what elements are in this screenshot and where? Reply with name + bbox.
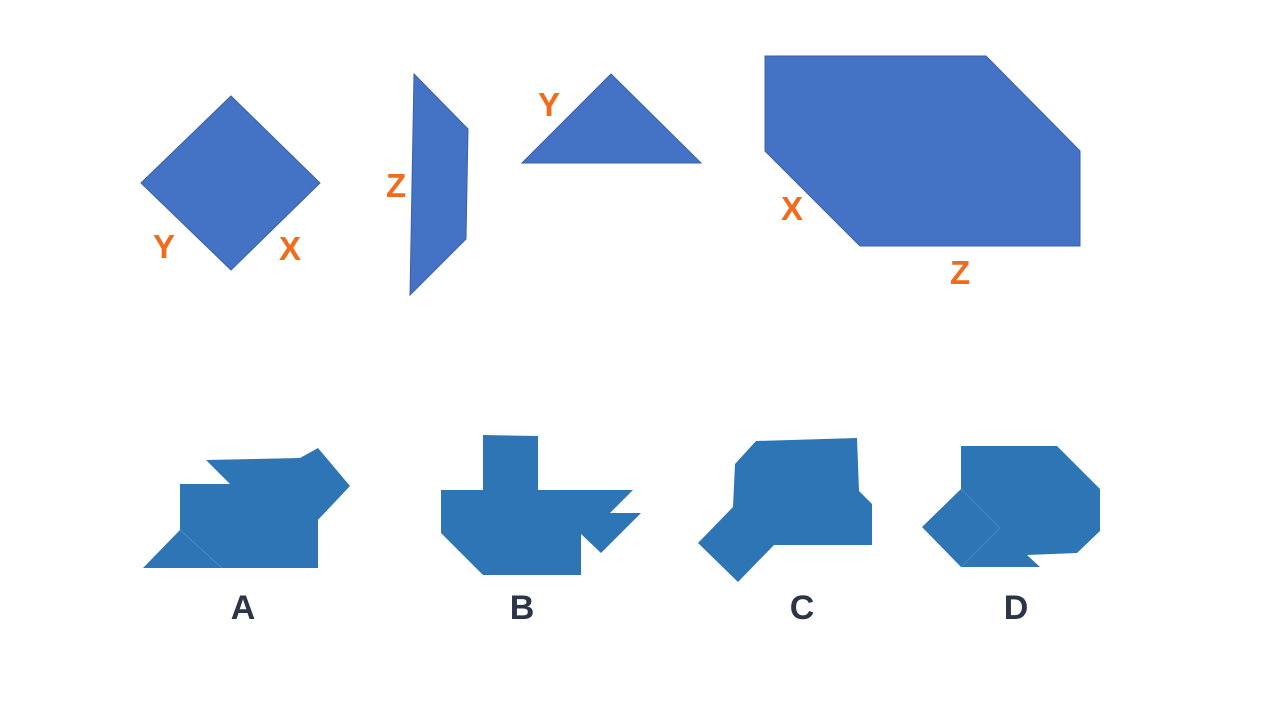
option-label: D bbox=[1004, 589, 1029, 627]
option-a-piece bbox=[143, 530, 222, 568]
option-d[interactable]: D bbox=[922, 446, 1100, 627]
edge-label-z: Z bbox=[950, 254, 970, 291]
seam-line bbox=[960, 488, 1001, 529]
trapezoid-shape bbox=[409, 72, 469, 297]
edge-label-z: Z bbox=[386, 167, 406, 204]
triangle-shape bbox=[520, 73, 703, 164]
edge-label-x: X bbox=[279, 230, 301, 267]
option-c-piece bbox=[698, 438, 872, 582]
answer-options: A B C D bbox=[143, 435, 1100, 627]
seam-line bbox=[960, 527, 1001, 568]
option-a[interactable]: A bbox=[143, 448, 350, 627]
option-a-piece bbox=[206, 448, 350, 522]
option-label: A bbox=[231, 589, 256, 627]
hexagon-shape bbox=[764, 55, 1081, 247]
square-shape bbox=[140, 95, 321, 271]
piece-triangle: Y bbox=[520, 73, 703, 164]
option-d-piece bbox=[922, 446, 1100, 567]
edge-label-x: X bbox=[781, 190, 803, 227]
option-a-piece bbox=[180, 484, 318, 568]
edge-label-y: Y bbox=[538, 86, 560, 123]
seam-line bbox=[179, 529, 223, 569]
option-b-piece bbox=[483, 435, 538, 491]
option-c[interactable]: C bbox=[698, 438, 872, 627]
piece-trapezoid: Z bbox=[386, 72, 469, 297]
option-label: B bbox=[510, 589, 535, 627]
option-b-piece bbox=[441, 490, 641, 575]
option-label: C bbox=[790, 589, 815, 627]
edge-label-y: Y bbox=[153, 228, 175, 265]
piece-hexagon: XZ bbox=[764, 55, 1081, 291]
option-b[interactable]: B bbox=[441, 435, 641, 627]
